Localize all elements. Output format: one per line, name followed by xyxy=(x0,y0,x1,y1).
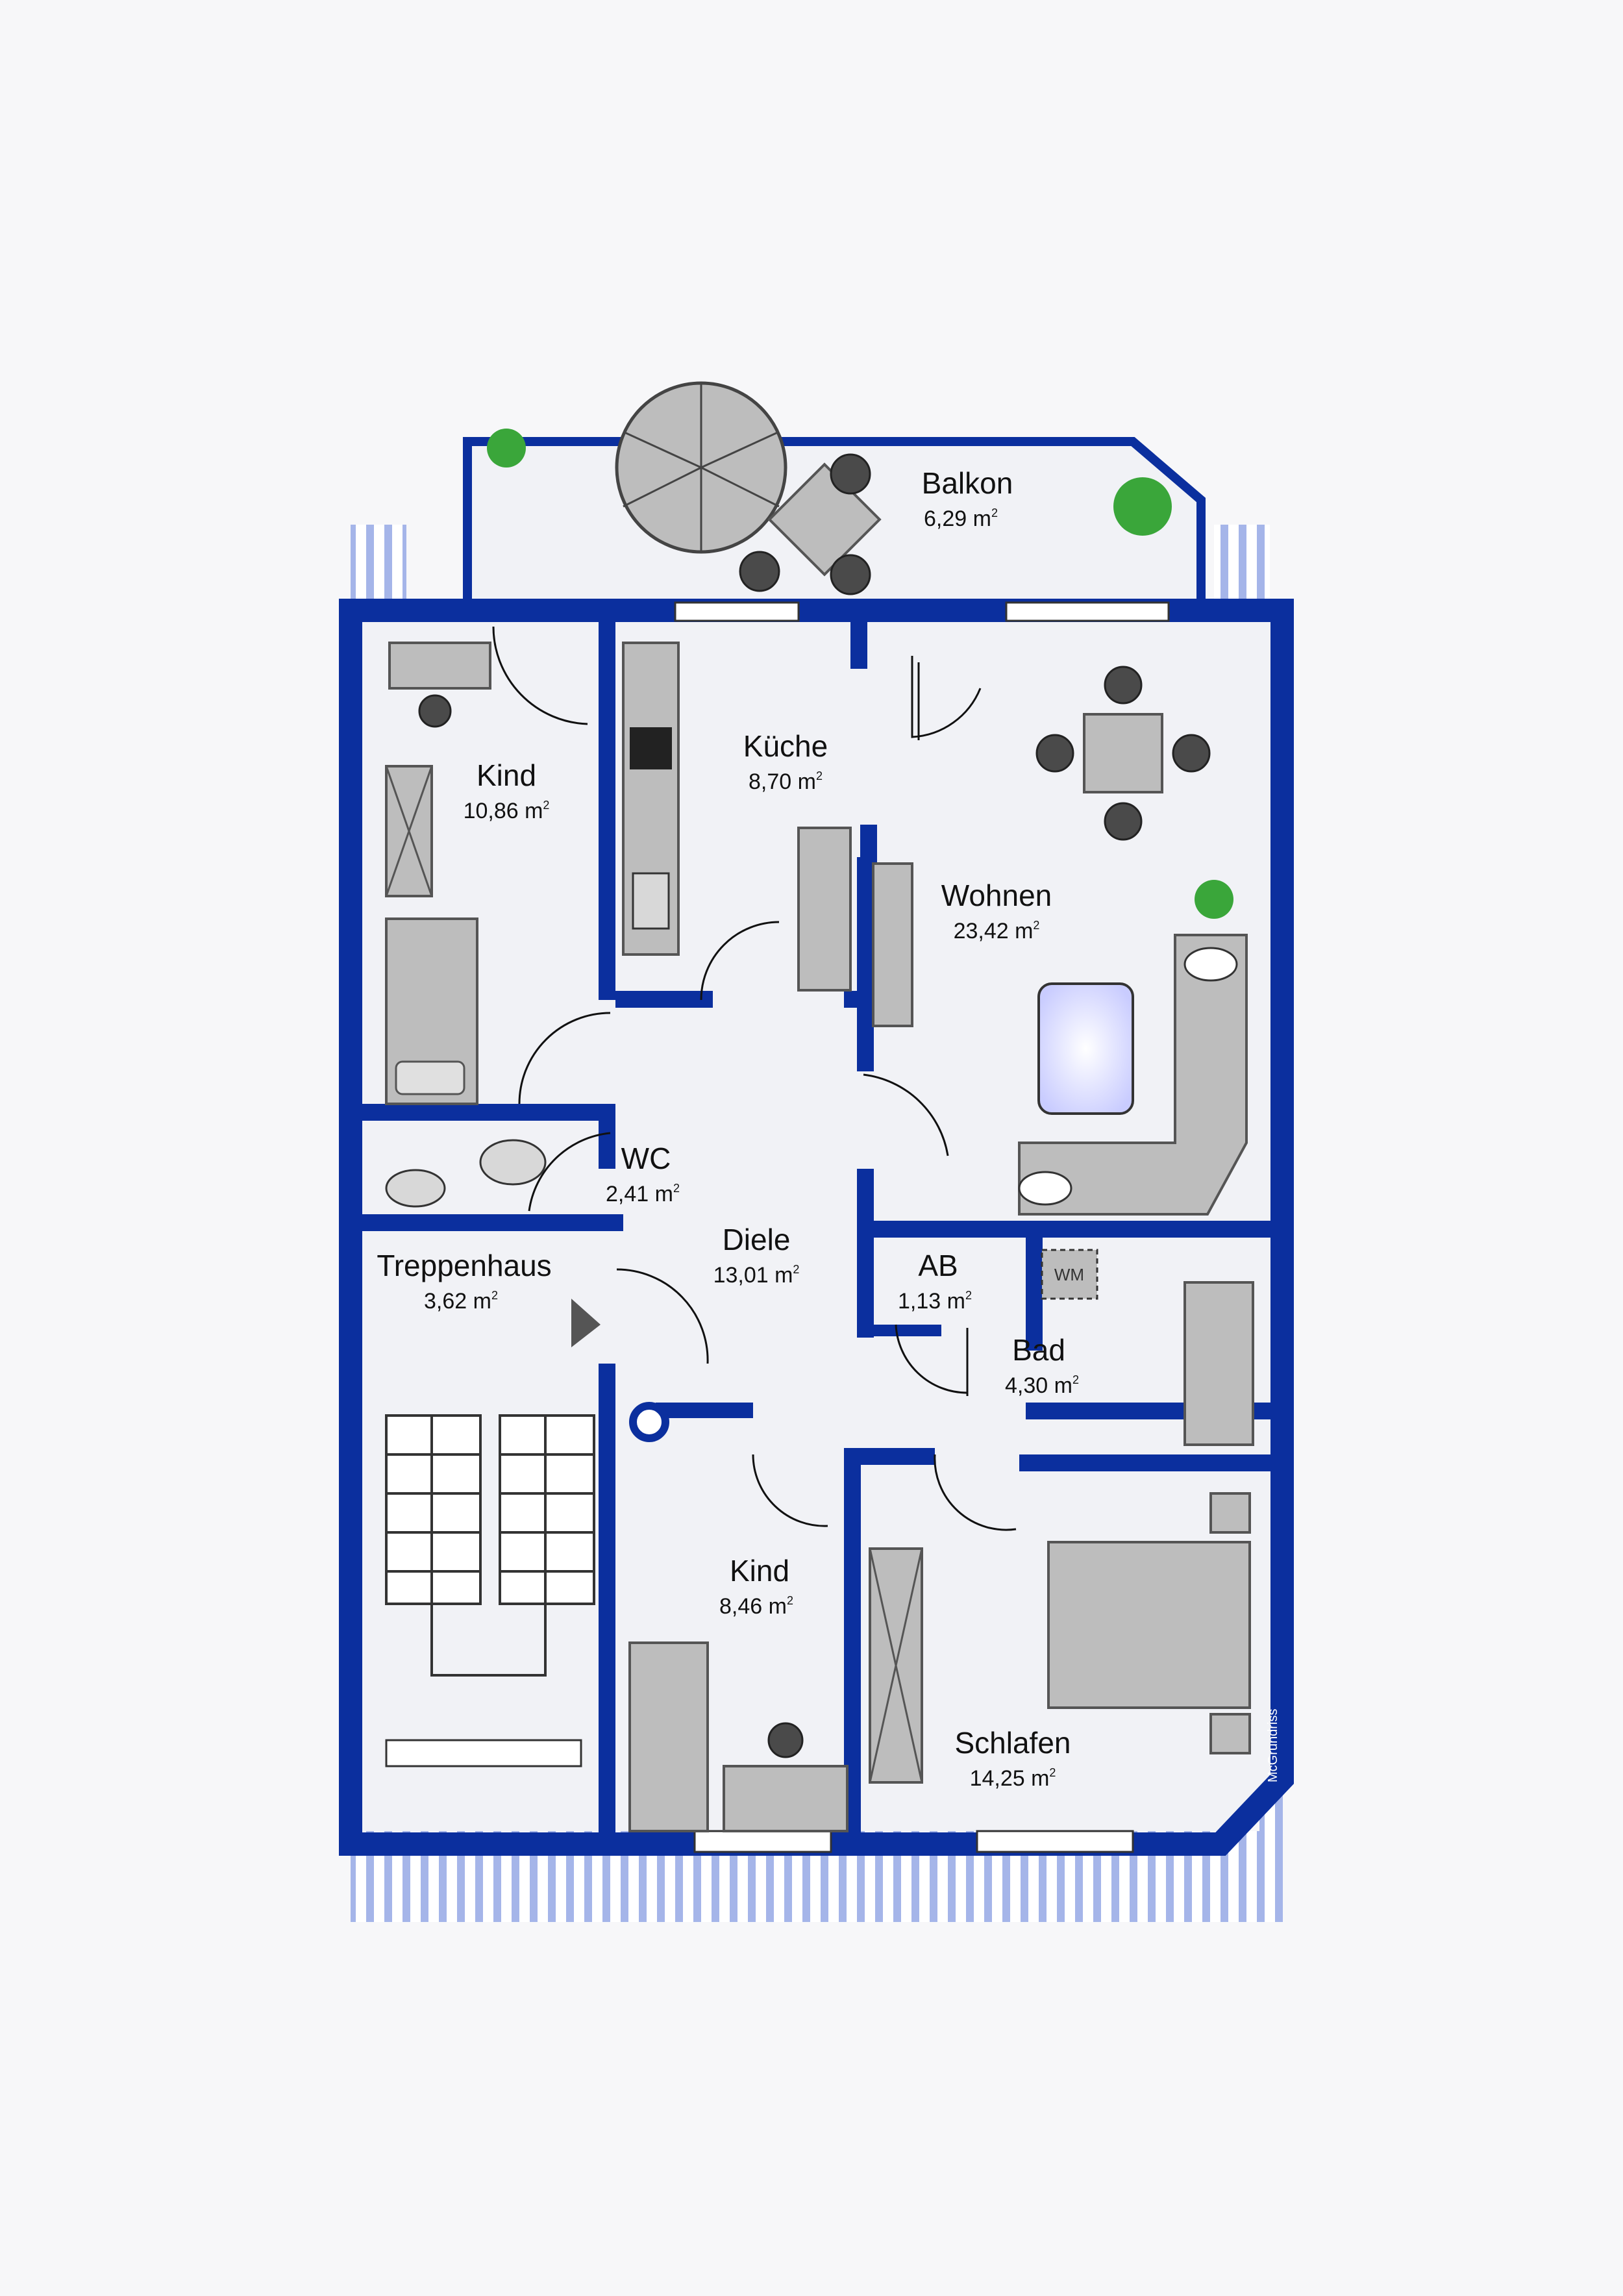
svg-text:8,70 m2: 8,70 m2 xyxy=(749,769,823,794)
credit-text: McGrundriss xyxy=(1266,1709,1280,1782)
svg-text:10,86 m2: 10,86 m2 xyxy=(464,799,550,823)
stove-icon xyxy=(630,727,672,769)
column-icon xyxy=(629,1402,669,1442)
svg-text:Wohnen: Wohnen xyxy=(941,879,1052,912)
svg-text:23,42 m2: 23,42 m2 xyxy=(954,919,1040,943)
desk-icon xyxy=(388,642,491,690)
svg-text:Kind: Kind xyxy=(477,758,536,792)
svg-text:Kind: Kind xyxy=(730,1554,789,1588)
room-label-wohnen: Wohnen 23,42 m2 xyxy=(941,879,1052,943)
window-living xyxy=(1005,601,1170,622)
svg-text:Diele: Diele xyxy=(723,1223,791,1256)
doors xyxy=(492,626,1017,1531)
bathtub-icon xyxy=(1183,1281,1254,1446)
room-label-kind-1: Kind 10,86 m2 xyxy=(464,758,550,823)
umbrella-icon xyxy=(615,381,787,554)
fireplace-icon xyxy=(872,862,913,1027)
lamp-icon xyxy=(1183,947,1238,982)
window-kind2 xyxy=(693,1830,832,1853)
svg-text:14,25 m2: 14,25 m2 xyxy=(970,1766,1056,1791)
wc-sink-icon xyxy=(479,1139,547,1186)
nightstand-icon xyxy=(1209,1713,1251,1754)
chair-icon xyxy=(1035,734,1074,773)
double-bed-icon xyxy=(1047,1541,1251,1709)
desk-icon xyxy=(723,1765,849,1832)
svg-text:WC: WC xyxy=(621,1142,671,1175)
room-label-kueche: Küche 8,70 m2 xyxy=(743,729,828,794)
room-label-schlafen: Schlafen 14,25 m2 xyxy=(954,1726,1071,1791)
svg-text:Treppenhaus: Treppenhaus xyxy=(377,1249,551,1282)
svg-text:AB: AB xyxy=(918,1249,958,1282)
svg-text:Balkon: Balkon xyxy=(922,466,1013,500)
svg-text:Bad: Bad xyxy=(1012,1333,1065,1367)
room-label-wc: WC 2,41 m2 xyxy=(606,1142,680,1206)
svg-text:8,46 m2: 8,46 m2 xyxy=(719,1594,793,1619)
window-stairs xyxy=(385,1739,582,1767)
chair-icon xyxy=(830,554,871,595)
bed-icon xyxy=(628,1641,709,1832)
chair-icon xyxy=(739,551,780,592)
chair-icon xyxy=(767,1722,804,1758)
svg-text:3,62 m2: 3,62 m2 xyxy=(424,1289,498,1314)
svg-text:13,01 m2: 13,01 m2 xyxy=(713,1263,800,1288)
chair-icon xyxy=(830,453,871,495)
chair-icon xyxy=(1104,802,1143,841)
washing-machine-icon xyxy=(1041,1249,1098,1300)
svg-text:2,41 m2: 2,41 m2 xyxy=(606,1182,680,1206)
chair-icon xyxy=(1104,666,1143,705)
kitchen-island xyxy=(797,827,852,992)
svg-text:1,13 m2: 1,13 m2 xyxy=(898,1289,972,1314)
chair-icon xyxy=(1172,734,1211,773)
plant-icon xyxy=(487,429,1233,919)
toilet-icon xyxy=(385,1169,446,1208)
nightstand-icon xyxy=(1209,1492,1251,1534)
staircase xyxy=(385,1414,595,1677)
window-bedroom xyxy=(976,1830,1134,1853)
window-kitchen xyxy=(674,601,800,622)
sofa-icon xyxy=(1018,934,1248,1216)
svg-text:4,30 m2: 4,30 m2 xyxy=(1005,1373,1079,1398)
wm-label: WM xyxy=(1054,1265,1084,1284)
dining-table-icon xyxy=(1083,713,1163,793)
svg-text:Küche: Küche xyxy=(743,729,828,763)
room-label-diele: Diele 13,01 m2 xyxy=(713,1223,800,1288)
entrance-arrow-icon xyxy=(571,1299,601,1347)
svg-text:Schlafen: Schlafen xyxy=(954,1726,1071,1760)
room-label-kind-2: Kind 8,46 m2 xyxy=(719,1554,793,1619)
room-label-ab: AB 1,13 m2 xyxy=(898,1249,972,1314)
interior-walls xyxy=(351,610,1282,1844)
room-label-treppenhaus: Treppenhaus 3,62 m2 xyxy=(377,1249,551,1314)
room-label-bad: Bad 4,30 m2 xyxy=(1005,1333,1079,1398)
room-label-balkon: Balkon 6,29 m2 xyxy=(922,466,1013,531)
svg-text:6,29 m2: 6,29 m2 xyxy=(924,506,998,531)
sink-icon xyxy=(632,872,670,930)
lamp-icon xyxy=(1018,1171,1072,1206)
chair-icon xyxy=(418,694,452,728)
coffee-table-icon xyxy=(1037,982,1134,1115)
